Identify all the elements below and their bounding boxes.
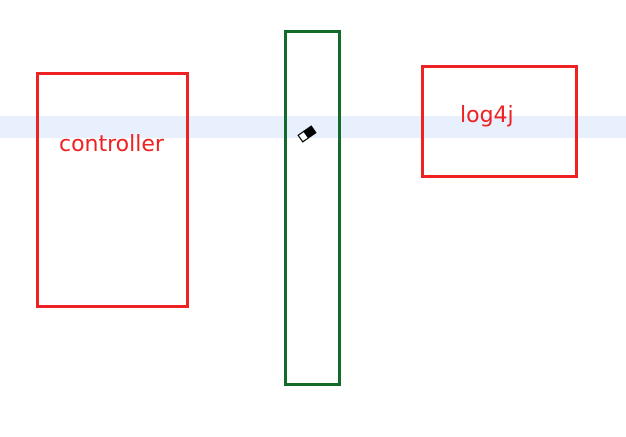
separator-box[interactable] bbox=[284, 30, 341, 386]
controller-label: controller bbox=[59, 132, 164, 157]
log4j-box[interactable] bbox=[421, 65, 578, 178]
row-highlight bbox=[0, 116, 626, 138]
eraser-icon bbox=[297, 125, 317, 143]
controller-box[interactable] bbox=[36, 72, 189, 308]
log4j-label: log4j bbox=[460, 103, 514, 128]
